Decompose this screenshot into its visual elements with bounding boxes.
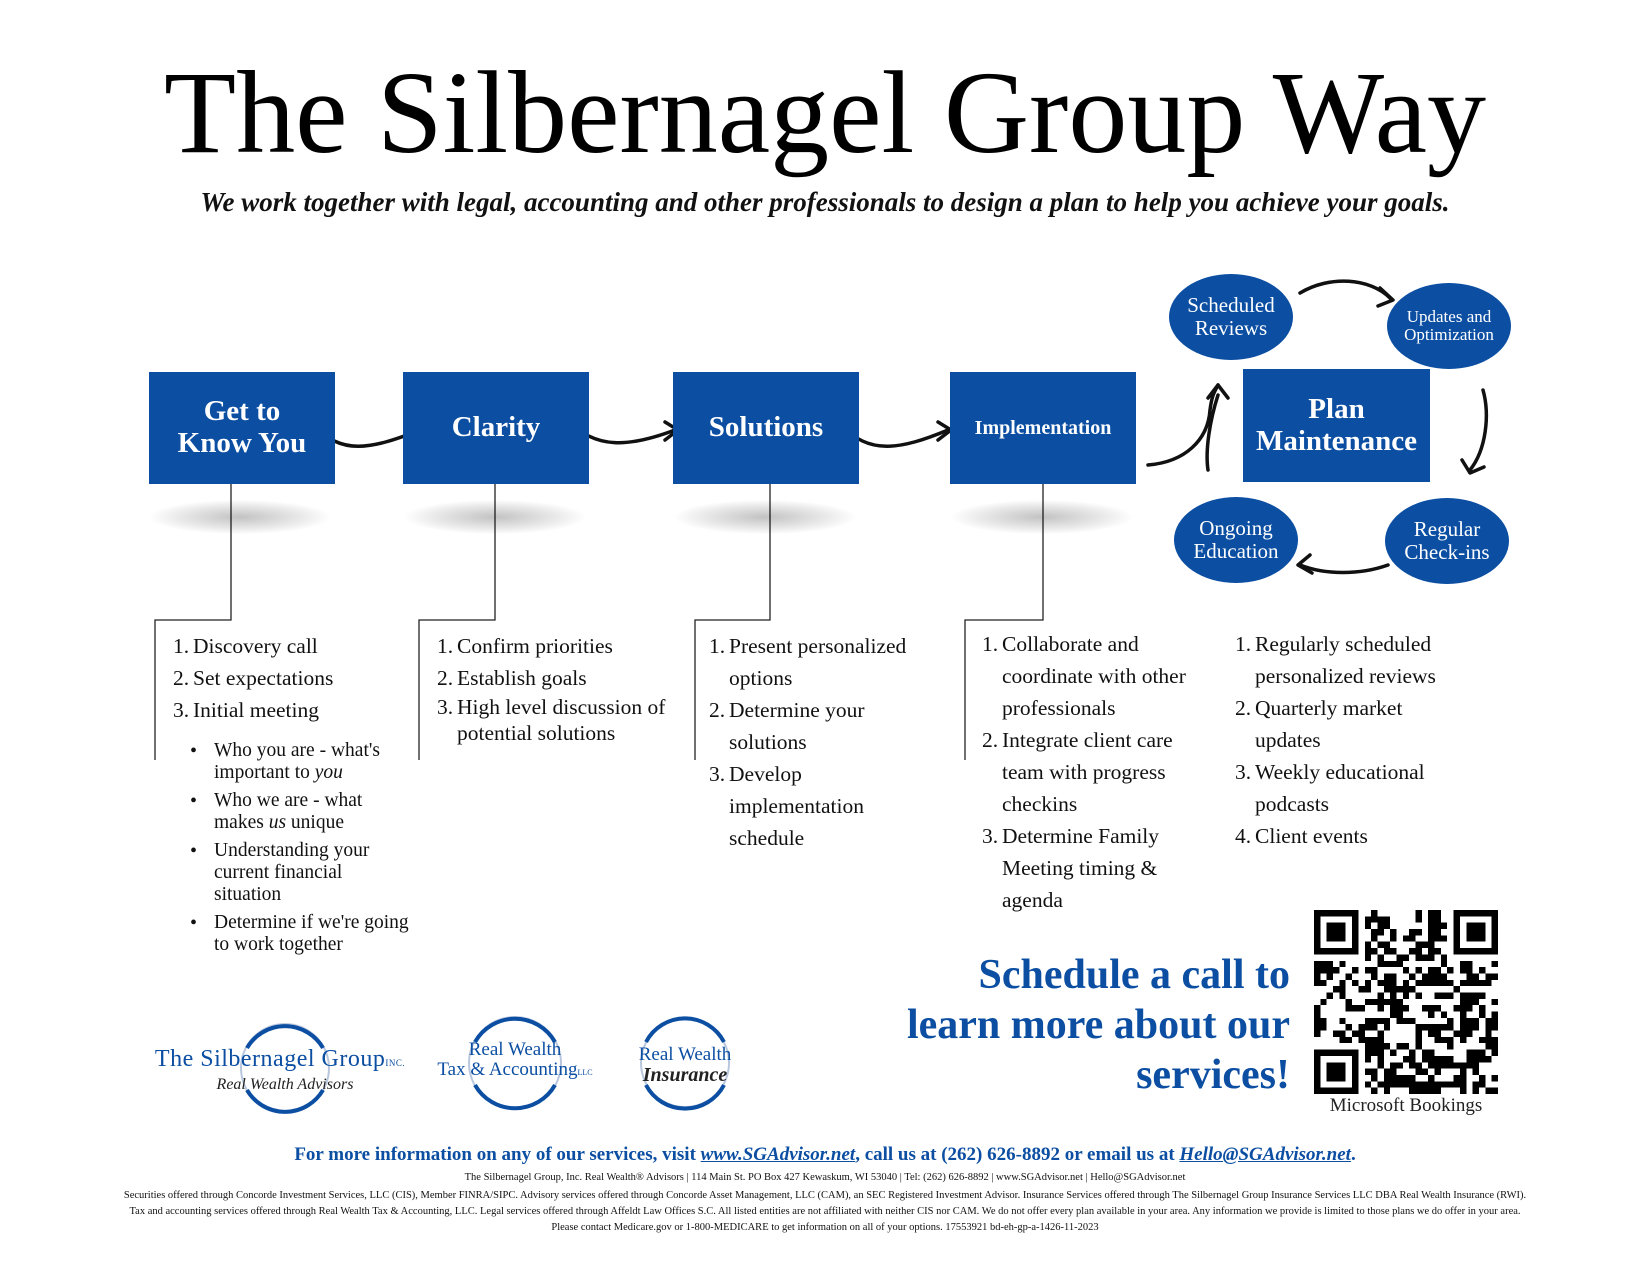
bullet-item: Who we are - what makes us unique — [190, 790, 410, 834]
cycle-scheduled-reviews: Scheduled Reviews — [1169, 274, 1293, 360]
cycle-label: Ongoing Education — [1193, 516, 1279, 563]
logo-real-wealth-insurance — [640, 1016, 730, 1111]
step-label: Implementation — [974, 417, 1112, 439]
arrow-icon — [1296, 553, 1314, 575]
page-title: The Silbernagel Group Way — [163, 47, 1487, 178]
cycle-label: Regular Check-ins — [1404, 517, 1490, 564]
cta-line: services! — [1136, 1052, 1290, 1098]
bullet-item: Understanding your current financial sit… — [190, 840, 410, 906]
list-item: 3.Develop implementation schedule — [709, 762, 864, 850]
step-solutions: Solutions — [673, 372, 859, 484]
step-label: Clarity — [451, 411, 541, 444]
list-item: 3.High level discussion of potential sol… — [437, 695, 666, 745]
list-item: 2.Establish goals — [437, 666, 587, 690]
cta-line: Schedule a call to — [978, 952, 1291, 998]
step-clarity: Clarity — [403, 372, 589, 484]
list-item: 1.Confirm priorities — [437, 634, 613, 658]
list-get-to-know: 1.Discovery call 2.Set expectations 3.In… — [173, 630, 403, 726]
list-clarity: 1.Confirm priorities 2.Establish goals 3… — [437, 630, 667, 746]
box-shadow — [675, 500, 855, 534]
step-get-to-know-you: Get to Know You — [149, 372, 335, 484]
logo-sg-script: Real Wealth Advisors — [216, 1076, 354, 1093]
logo-rw-ins-text: Real Wealth — [638, 1044, 732, 1065]
arrow-icon — [1376, 286, 1395, 308]
list-item: 2.Integrate client care team with progre… — [982, 728, 1173, 816]
logo-sg-name: The Silbernagel GroupINC. — [154, 1046, 406, 1072]
qr-code-icon[interactable] — [1314, 910, 1498, 1094]
list-item: 2.Set expectations — [173, 666, 334, 690]
cycle-ongoing-education: Ongoing Education — [1174, 497, 1298, 583]
box-shadow — [150, 500, 330, 534]
list-get-to-know-bullets: Who you are - what's important to you Wh… — [190, 740, 410, 962]
arrow-icon — [1468, 388, 1489, 472]
list-item: 3.Determine Family Meeting timing & agen… — [982, 824, 1160, 912]
arrow-icon — [1298, 279, 1392, 300]
arrow-icon — [1460, 458, 1486, 475]
footer-contact: For more information on any of our servi… — [294, 1144, 1356, 1165]
connector-line-implementation — [964, 484, 1044, 760]
step-plan-maintenance: Plan Maintenance — [1243, 369, 1430, 482]
website-link[interactable]: www.SGAdvisor.net — [700, 1144, 856, 1165]
page-subtitle: We work together with legal, accounting … — [200, 187, 1450, 217]
step-label: Plan Maintenance — [1255, 393, 1418, 457]
arrow-icon — [1205, 393, 1220, 472]
footer-address: The Silbernagel Group, Inc. Real Wealth®… — [464, 1172, 1186, 1183]
list-item: 1.Regularly scheduled personalized revie… — [1235, 632, 1436, 688]
list-item: 3.Initial meeting — [173, 698, 319, 722]
email-link[interactable]: Hello@SGAdvisor.net — [1179, 1144, 1351, 1165]
footer-legal: Securities offered through Concorde Inve… — [123, 1190, 1527, 1233]
cycle-updates-optimization: Updates and Optimization — [1387, 283, 1511, 369]
list-item: 1.Discovery call — [173, 634, 318, 658]
list-item: 3.Weekly educational podcasts — [1235, 760, 1425, 816]
logo-rw-ins-script: Insurance — [642, 1064, 728, 1086]
step-implementation: Implementation — [950, 372, 1136, 484]
box-shadow — [405, 500, 585, 534]
bullet-item: Who you are - what's important to you — [190, 740, 410, 784]
arrow-icon — [1206, 383, 1230, 400]
list-item: 1.Collaborate and coordinate with other … — [982, 632, 1186, 720]
list-implementation: 1.Collaborate and coordinate with other … — [982, 628, 1208, 916]
connector-line-solutions — [694, 484, 771, 760]
list-solutions: 1.Present personalized options 2.Determi… — [709, 630, 927, 854]
cycle-label: Scheduled Reviews — [1187, 293, 1275, 340]
logo-rw-tax-text: Real Wealth Tax & AccountingLLC — [437, 1039, 593, 1080]
cycle-regular-checkins: Regular Check-ins — [1385, 498, 1509, 584]
arrow-icon — [1298, 563, 1390, 575]
list-plan-maintenance: 1.Regularly scheduled personalized revie… — [1235, 628, 1461, 852]
list-item: 2.Quarterly market updates — [1235, 696, 1403, 752]
box-shadow — [952, 500, 1132, 534]
step-label: Solutions — [708, 411, 824, 444]
list-item: 1.Present personalized options — [709, 634, 907, 690]
list-item: 4.Client events — [1235, 824, 1368, 848]
logo-silbernagel-group — [240, 1023, 330, 1114]
logo-real-wealth-tax — [468, 1016, 562, 1111]
cycle-label: Updates and Optimization — [1404, 306, 1494, 344]
cta-line: learn more about our — [906, 1002, 1290, 1048]
step-label: Get to Know You — [177, 395, 307, 459]
list-item: 2.Determine your solutions — [709, 698, 865, 754]
qr-caption: Microsoft Bookings — [1329, 1095, 1483, 1116]
call-to-action: Schedule a call to learn more about our … — [870, 950, 1290, 1100]
bullet-item: Determine if we're going to work togethe… — [190, 912, 410, 956]
connector-line-get-to-know — [154, 484, 232, 760]
connector-line-clarity — [418, 484, 496, 760]
